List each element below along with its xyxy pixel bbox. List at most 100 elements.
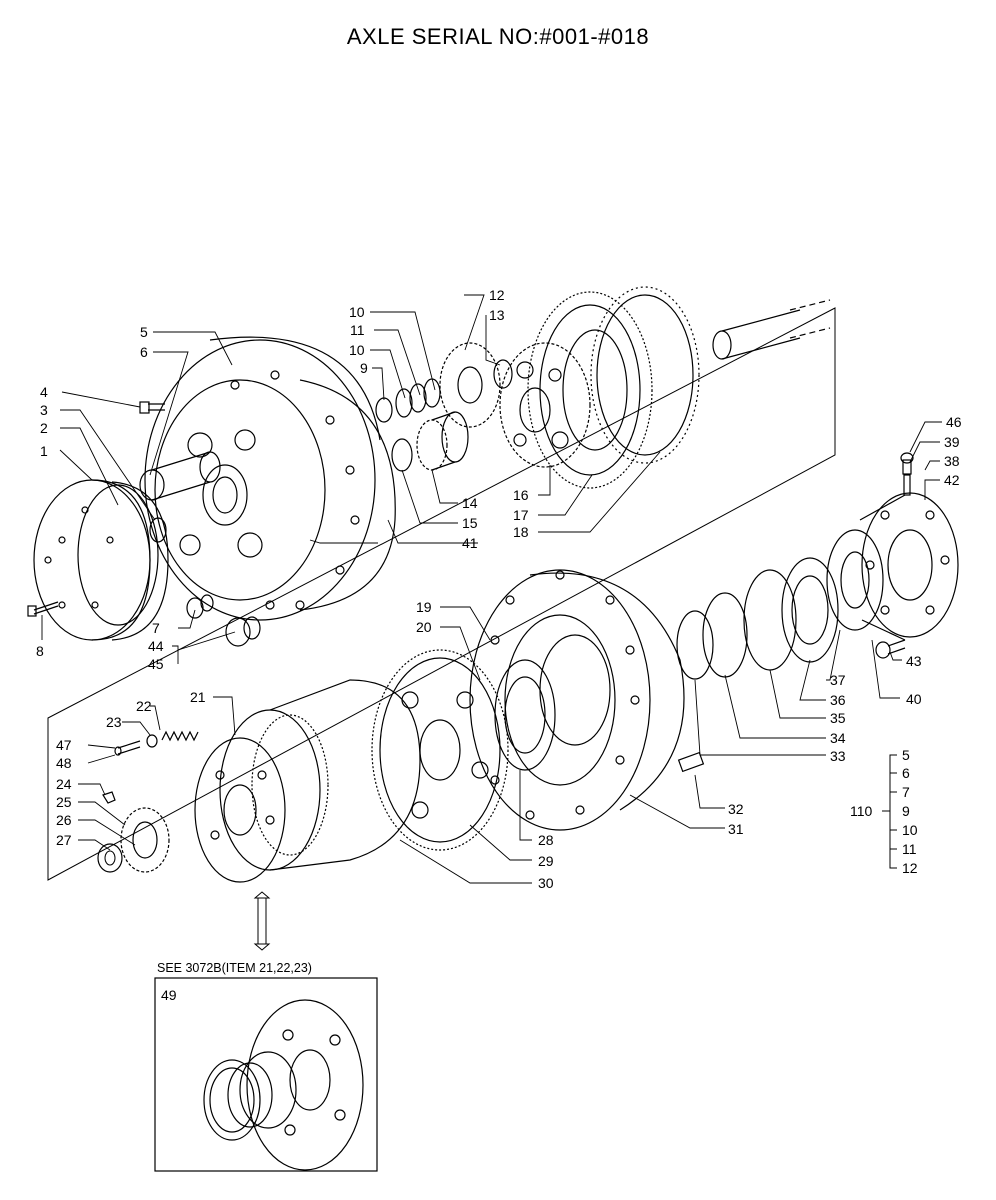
- callout-4: 4: [40, 384, 48, 400]
- lock-nut-26-part: [120, 807, 170, 873]
- callout-33: 33: [830, 748, 846, 764]
- pin-47-part: [114, 740, 141, 756]
- callout-20: 20: [416, 619, 432, 635]
- o-ring-33-part: [676, 610, 714, 680]
- inset-frame: [154, 977, 378, 1172]
- callout-10b: 10: [349, 342, 365, 358]
- cover-plate-part: [33, 479, 169, 641]
- callout-37: 37: [830, 672, 846, 688]
- breather-46-part: [900, 452, 914, 496]
- callout-46: 46: [946, 414, 962, 430]
- spring-22-part: [161, 730, 199, 742]
- lock-clip-24-part: [102, 791, 116, 804]
- callout-22: 22: [136, 698, 152, 714]
- ring-gear-30-part: [219, 679, 421, 871]
- ring-gear-hub-18-part: [590, 286, 700, 464]
- stud-32-part: [677, 751, 705, 773]
- kit-item-12: 12: [902, 860, 918, 876]
- callout-10a: 10: [349, 304, 365, 320]
- diagram-title: AXLE SERIAL NO:#001-#018: [346, 24, 650, 49]
- callout-31: 31: [728, 821, 744, 837]
- callout-32: 32: [728, 801, 744, 817]
- callout-41: 41: [462, 535, 478, 551]
- inset-item-49: 49: [161, 987, 177, 1003]
- callout-47: 47: [56, 737, 72, 753]
- callout-7: 7: [152, 620, 160, 636]
- callout-45: 45: [148, 656, 164, 672]
- callout-28: 28: [538, 832, 554, 848]
- ring-gear-17-part: [527, 291, 653, 489]
- callout-11: 11: [350, 322, 365, 338]
- kit-item-11: 11: [902, 841, 917, 857]
- callout-19: 19: [416, 599, 432, 615]
- callout-26: 26: [56, 812, 72, 828]
- plug-7-part: [186, 594, 214, 619]
- callout-17: 17: [513, 507, 529, 523]
- callout-18: 18: [513, 524, 529, 540]
- callout-12: 12: [489, 287, 505, 303]
- callout-39: 39: [944, 434, 960, 450]
- washer-9-part: [375, 397, 393, 423]
- callout-8: 8: [36, 643, 44, 659]
- screw-4-part: [139, 401, 165, 414]
- kit-item-6: 6: [902, 765, 910, 781]
- callout-40: 40: [906, 691, 922, 707]
- callout-35: 35: [830, 710, 846, 726]
- washer-27-part: [97, 843, 123, 873]
- callout-2: 2: [40, 420, 48, 436]
- callout-23: 23: [106, 714, 122, 730]
- bolt-8-part: [27, 601, 59, 617]
- plug-44-part: [225, 616, 261, 647]
- callout-34: 34: [830, 730, 846, 746]
- callout-6: 6: [140, 344, 148, 360]
- spindle-housing-31-part: [469, 569, 685, 831]
- piston-assembly-49-part: [203, 999, 364, 1171]
- callout-16: 16: [513, 487, 529, 503]
- planet-gear-12-part: [439, 342, 501, 428]
- planet-carrier-part: [144, 336, 396, 621]
- callout-44: 44: [148, 638, 164, 654]
- callout-5: 5: [140, 324, 148, 340]
- exploded-frame-outline: [47, 307, 836, 881]
- callout-29: 29: [538, 853, 554, 869]
- callout-14: 14: [462, 495, 478, 511]
- seal-carrier-37-part: [826, 529, 884, 631]
- axle-shaft-part: [712, 299, 831, 360]
- gear-disc-29-part: [371, 649, 509, 851]
- callout-21: 21: [190, 689, 206, 705]
- o-ring-2-part: [77, 484, 159, 626]
- plunger-23-part: [146, 734, 158, 748]
- kit-item-7: 7: [902, 784, 910, 800]
- callout-48: 48: [56, 755, 72, 771]
- callout-38: 38: [944, 453, 960, 469]
- sun-gear-14-part: [416, 411, 469, 471]
- callout-27: 27: [56, 832, 72, 848]
- callout-42: 42: [944, 472, 960, 488]
- callout-13: 13: [489, 307, 505, 323]
- callout-1: 1: [40, 443, 48, 459]
- callout-43: 43: [906, 653, 922, 669]
- wheel-hub-40-part: [859, 492, 959, 641]
- callout-3: 3: [40, 402, 48, 418]
- inset-reference: SEE 3072B(ITEM 21,22,23): [157, 961, 312, 975]
- callout-9: 9: [360, 360, 368, 376]
- callout-30: 30: [538, 875, 554, 891]
- bearing-36-part: [781, 557, 839, 663]
- disc-21-part: [194, 737, 286, 883]
- snap-ring-15-part: [391, 438, 413, 472]
- kit-item-10: 10: [902, 822, 918, 838]
- callout-36: 36: [830, 692, 846, 708]
- bearing-28-part: [494, 659, 556, 771]
- detail-arrow: [253, 891, 271, 951]
- callout-24: 24: [56, 776, 72, 792]
- kit-item-9: 9: [902, 803, 910, 819]
- washer-13-part: [493, 359, 513, 389]
- callout-25: 25: [56, 794, 72, 810]
- bolt-43-part: [875, 639, 906, 659]
- kit-bracket: [882, 754, 897, 869]
- carrier-16-part: [499, 342, 591, 468]
- kit-label: 110: [850, 803, 873, 819]
- kit-item-5: 5: [902, 747, 910, 763]
- seal-34-part: [702, 592, 748, 678]
